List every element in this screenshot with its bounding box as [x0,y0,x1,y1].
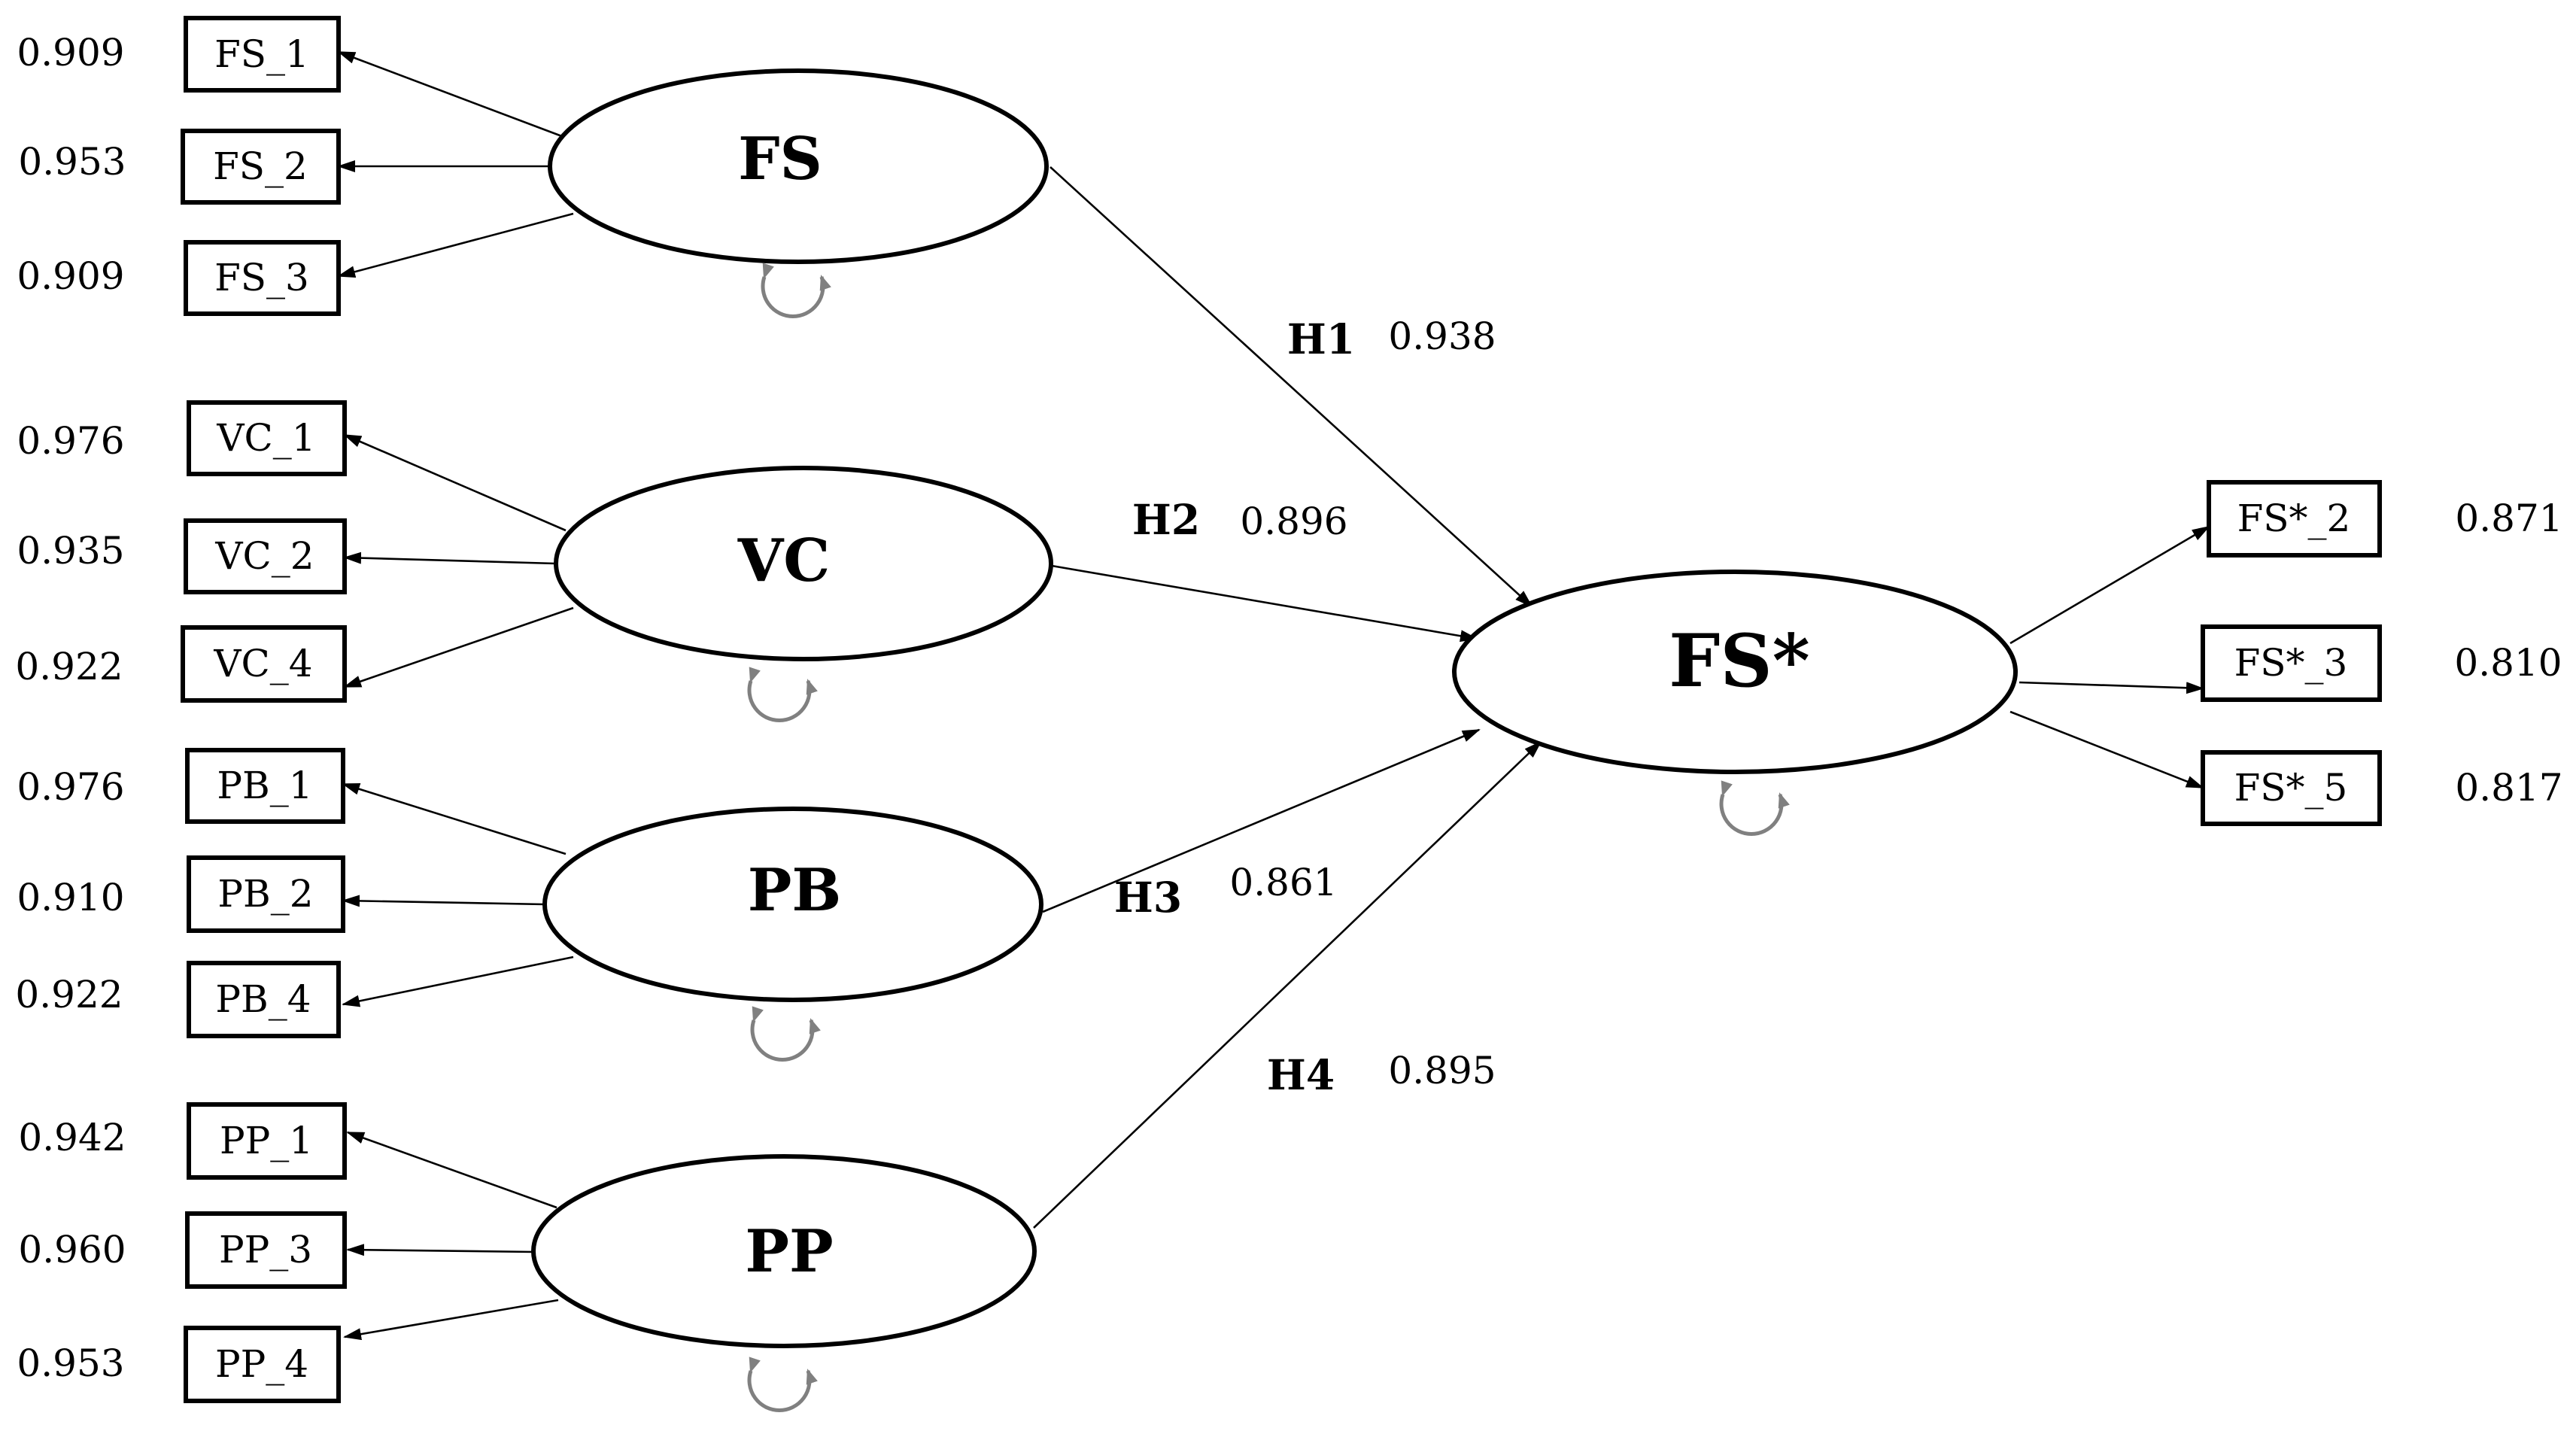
path-coefficient: 0.896 [1240,500,1347,543]
indicator-fs-1: FS_1 [184,16,341,93]
arrow-pb-pb1 [342,782,567,855]
latent-pp: PP [531,1154,1037,1348]
indicator-fsstar-3: FS*_3 [2201,624,2382,702]
arrow-fsstar-fsstar2 [2009,525,2210,645]
indicator-label: PP_4 [215,1342,308,1386]
arrow-vc-vc2 [343,551,556,565]
indicator-boxes: FS_1 FS_2 FS_3 VC_1 VC_2 VC_4 PB_1 PB_2 … [181,16,2382,1403]
indicator-label: PB_4 [215,977,311,1021]
variance-loop-icon [747,1357,818,1412]
loading-value: 0.935 [17,529,124,573]
loading-value: 0.922 [15,645,123,688]
path-h1 [1050,166,1533,608]
indicator-label: PP_1 [220,1119,313,1162]
arrow-vc-vc4 [343,606,574,688]
arrow-fs-fs3 [337,212,574,278]
loading-value: 0.871 [2455,497,2562,540]
indicator-label: VC_2 [214,534,314,578]
indicator-pb-2: PB_2 [187,855,345,933]
loading-arrows [337,50,574,1341]
loading-value: 0.953 [18,140,126,184]
arrow-pp-pp4 [343,1299,559,1341]
loading-value: 0.976 [17,419,124,463]
latent-pb: PB [542,807,1043,1002]
hypothesis-labels: H1 0.938 H2 0.896 H3 0.861 H4 0.895 [1114,314,1496,1099]
indicator-label: PB_2 [217,872,313,916]
loading-value: 0.910 [17,876,124,919]
loading-value: 0.810 [2454,641,2562,685]
latent-label: FS [738,125,822,193]
indicator-label: FS_2 [213,144,308,188]
loading-values: 0.909 0.953 0.909 0.976 0.935 0.922 0.97… [15,31,2562,1385]
indicator-fsstar-2: FS*_2 [2207,480,2382,558]
variance-loop-icon [750,1006,821,1062]
loading-value: 0.909 [17,31,124,74]
loading-value: 0.909 [17,254,124,298]
indicator-label: VC_4 [213,642,312,685]
path-h4 [1033,740,1542,1229]
latent-nodes: FS VC PB PP FS* [531,68,2018,1348]
loading-value: 0.976 [17,765,124,809]
arrow-fsstar-fsstar3 [2019,681,2204,694]
path-h3 [1042,728,1481,913]
loading-value: 0.942 [18,1116,126,1159]
indicator-vc-1: VC_1 [187,400,347,476]
arrow-fs-fs1 [337,50,567,139]
latent-fsstar: FS* [1452,570,2018,774]
path-h2 [1051,564,1478,643]
structural-paths [1033,166,1542,1229]
path-coefficient: 0.938 [1388,314,1496,358]
arrow-vc-vc1 [343,433,567,532]
hypothesis-label: H3 [1114,873,1182,922]
loading-value: 0.953 [17,1341,124,1385]
indicator-label: VC_1 [216,416,315,460]
indicator-label: FS*_5 [2234,766,2348,810]
indicator-label: PB_1 [217,764,312,807]
indicator-fsstar-5: FS*_5 [2201,750,2382,826]
indicator-vc-4: VC_4 [181,625,347,703]
loading-value: 0.922 [15,973,123,1016]
indicator-pp-4: PP_4 [184,1326,341,1403]
arrow-pp-pp1 [346,1131,557,1209]
indicator-pp-3: PP_3 [185,1211,347,1289]
path-coefficient: 0.895 [1388,1049,1496,1092]
variance-loop-icon [1719,780,1790,836]
latent-fs: FS [548,68,1049,264]
indicator-label: FS_3 [214,256,309,299]
variance-loops [747,263,1790,1412]
hypothesis-label: H4 [1267,1050,1335,1099]
indicator-pb-4: PB_4 [187,961,341,1038]
arrow-fsstar-fsstar5 [2009,710,2204,789]
indicator-fs-2: FS_2 [181,129,341,205]
latent-vc: VC [554,466,1053,661]
indicator-pp-1: PP_1 [187,1102,347,1180]
arrow-pb-pb4 [342,956,574,1007]
path-coefficient: 0.861 [1229,861,1337,904]
indicator-label: FS_1 [214,32,309,76]
indicator-label: FS*_3 [2234,641,2348,685]
outcome-loading-arrows [2009,525,2210,789]
indicator-pb-1: PB_1 [185,748,345,824]
loading-value: 0.960 [18,1228,126,1271]
latent-label: PP [745,1217,833,1286]
hypothesis-label: H2 [1132,495,1200,544]
indicator-label: FS*_2 [2237,497,2351,540]
latent-label: PB [748,856,842,925]
arrow-pb-pb2 [342,895,545,907]
indicator-vc-2: VC_2 [184,518,347,594]
variance-loop-icon [761,263,831,318]
arrow-pp-pp3 [346,1244,535,1256]
latent-label: FS* [1669,618,1810,703]
latent-label: VC [737,527,831,595]
indicator-fs-3: FS_3 [184,240,341,316]
hypothesis-label: H1 [1287,314,1355,363]
loading-value: 0.817 [2455,766,2562,810]
variance-loop-icon [747,667,818,722]
indicator-label: PP_3 [219,1228,312,1271]
